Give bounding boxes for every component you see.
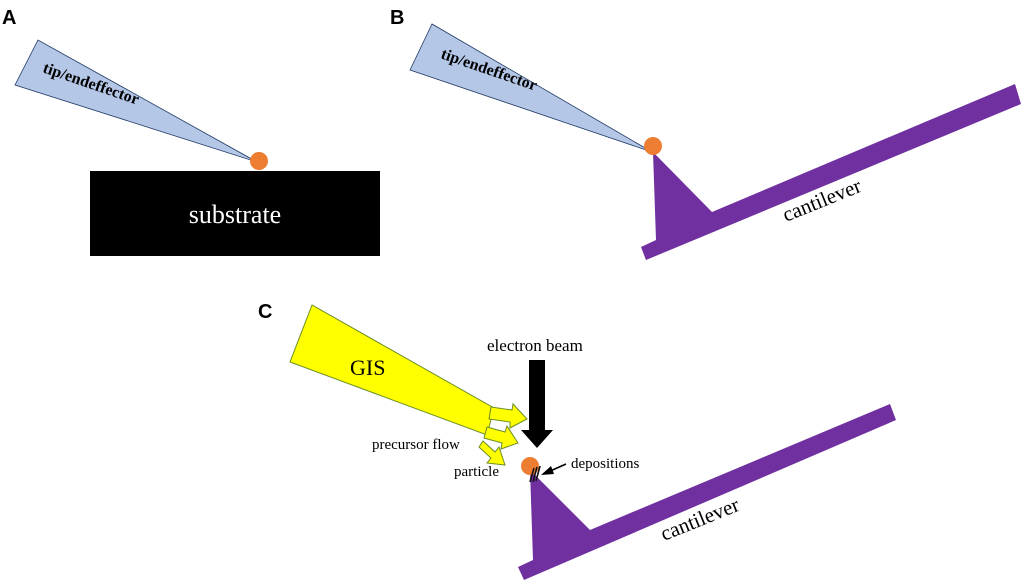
panel-b: B cantilever tip/endeffector	[390, 7, 1021, 260]
tip-endeffector-a	[14, 39, 258, 163]
tip-endeffector-b	[409, 23, 653, 153]
particle-b	[644, 137, 662, 155]
panel-a: A substrate tip/endeffector	[2, 7, 380, 256]
substrate-label: substrate	[189, 200, 281, 229]
deposition-strands	[529, 465, 541, 483]
panel-letter-c: C	[258, 301, 272, 323]
gis-label: GIS	[350, 355, 385, 380]
panel-c: C cantilever GIS precursor flow electron…	[258, 301, 896, 580]
precursor-arrow-3	[478, 440, 506, 466]
precursor-arrow-2	[483, 424, 519, 450]
electron-beam-label: electron beam	[487, 336, 583, 355]
gis-nozzle	[289, 304, 495, 436]
cantilever-c	[518, 404, 896, 580]
cantilever-b	[641, 84, 1021, 260]
precursor-arrow-1	[488, 402, 528, 429]
depositions-label: depositions	[571, 456, 639, 472]
precursor-flow-arrows	[478, 402, 528, 466]
precursor-flow-label: precursor flow	[372, 437, 460, 453]
particle-a	[250, 152, 268, 170]
deposition-strand-1	[529, 467, 535, 483]
panel-letter-b: B	[390, 7, 404, 29]
deposition-strand-3	[535, 465, 541, 482]
panel-letter-a: A	[2, 7, 16, 29]
particle-label: particle	[454, 464, 499, 480]
substrate-block	[90, 171, 380, 256]
particle-c	[521, 457, 539, 475]
deposition-strand-2	[532, 466, 538, 483]
electron-beam-arrow	[521, 360, 553, 448]
depositions-pointer-head	[541, 466, 554, 475]
